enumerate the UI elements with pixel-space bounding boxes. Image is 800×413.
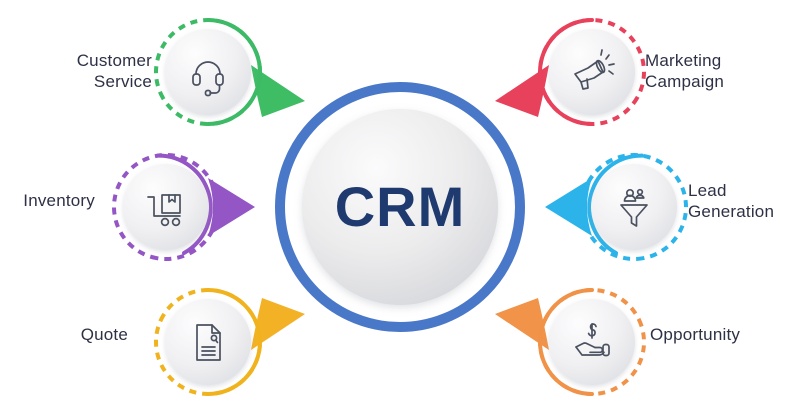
center-hub[interactable]: CRM bbox=[275, 82, 525, 332]
headset-icon bbox=[192, 61, 224, 97]
center-ring bbox=[275, 82, 525, 332]
node-label-lead-generation: Lead Generation bbox=[688, 181, 775, 221]
node-ring-dashed-opportunity bbox=[538, 288, 646, 396]
arrow-customer-service bbox=[251, 65, 305, 117]
node-ring-solid-quote bbox=[206, 288, 262, 396]
node-ring-dashed-lead-generation bbox=[580, 153, 688, 261]
center-inner-disc bbox=[302, 109, 498, 305]
node-lead-generation[interactable] bbox=[574, 147, 694, 267]
node-disc-inventory bbox=[123, 164, 209, 250]
node-label-opportunity: Opportunity bbox=[650, 325, 741, 344]
node-inventory[interactable] bbox=[106, 147, 226, 267]
node-label-marketing-campaign: Marketing Campaign bbox=[645, 51, 725, 91]
arrow-lead-generation bbox=[545, 178, 592, 236]
arrow-opportunity bbox=[495, 298, 549, 350]
funnel-people-icon bbox=[620, 188, 648, 227]
node-disc-lead-generation bbox=[591, 164, 677, 250]
arrow-inventory bbox=[208, 178, 255, 236]
hand-dollar-icon bbox=[575, 323, 610, 357]
node-disc-customer-service bbox=[165, 29, 251, 115]
node-label-inventory: Inventory bbox=[23, 191, 95, 210]
node-ring-solid-inventory bbox=[156, 153, 213, 255]
node-marketing-campaign[interactable] bbox=[521, 1, 663, 143]
node-disc-marketing-campaign bbox=[549, 29, 635, 115]
node-ring-solid-lead-generation bbox=[587, 153, 644, 255]
cart-box-icon bbox=[147, 194, 181, 227]
node-opportunity[interactable] bbox=[523, 273, 661, 411]
node-customer-service[interactable] bbox=[137, 1, 279, 143]
arrow-quote bbox=[251, 298, 305, 350]
node-ring-dashed-inventory bbox=[112, 153, 220, 261]
node-ring-solid-marketing-campaign bbox=[538, 18, 594, 126]
center-label: CRM bbox=[335, 175, 466, 238]
node-ring-solid-customer-service bbox=[206, 18, 262, 126]
node-ring-dashed-customer-service bbox=[154, 18, 262, 126]
node-ring-solid-opportunity bbox=[538, 288, 594, 396]
arrow-marketing-campaign bbox=[495, 65, 549, 117]
node-disc-opportunity bbox=[549, 299, 635, 385]
node-quote[interactable] bbox=[139, 273, 277, 411]
megaphone-icon bbox=[574, 49, 615, 90]
document-quote-icon bbox=[196, 324, 221, 361]
node-label-customer-service: Customer Service bbox=[76, 51, 152, 91]
node-label-quote: Quote bbox=[80, 325, 128, 344]
node-disc-quote bbox=[165, 299, 251, 385]
